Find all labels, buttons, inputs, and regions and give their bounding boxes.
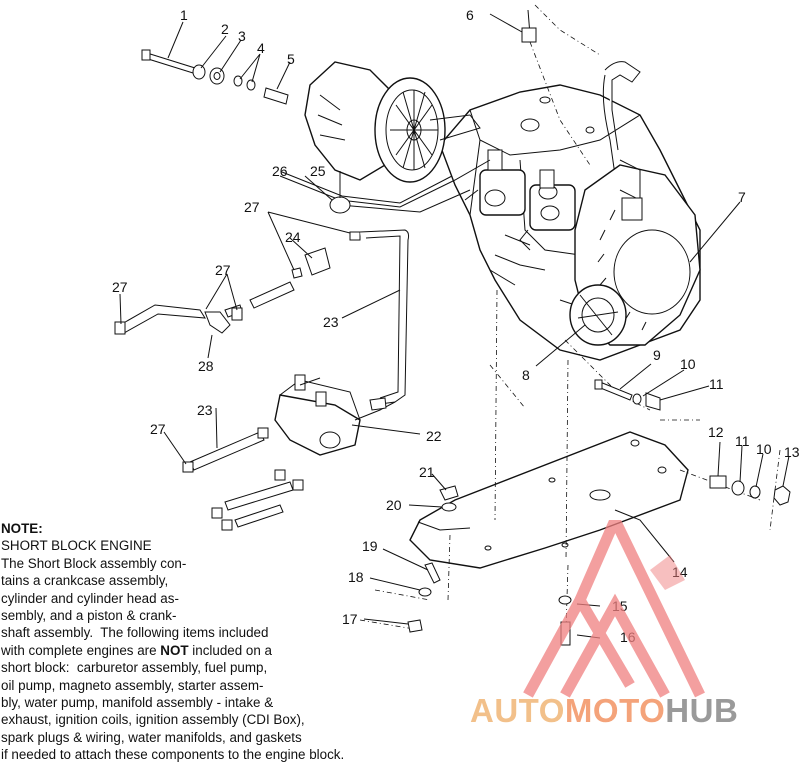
bolt-washer-set (141, 49, 289, 105)
note-line-11: exhaust, ignition coils, ignition assemb… (1, 712, 305, 728)
callout-14: 14 (672, 564, 688, 580)
note-line-4: cylinder and cylinder head as- (1, 590, 179, 606)
callout-9: 9 (653, 347, 661, 363)
watermark-auto: AUTO (470, 692, 565, 729)
fuel-pump (274, 374, 396, 456)
note-line-5: sembly, and a piston & crank- (1, 608, 177, 624)
callout-25: 25 (310, 163, 326, 179)
callout-18: 18 (348, 569, 364, 585)
note-line-9: oil pump, magneto assembly, starter asse… (1, 677, 264, 693)
callout-27-top: 27 (244, 199, 260, 215)
lower-hoses (182, 427, 304, 531)
callout-22: 22 (426, 428, 442, 444)
callout-5: 5 (287, 51, 295, 67)
callout-4: 4 (257, 40, 265, 56)
note-line-7-end: included on a (188, 642, 272, 658)
note-line-13: if needed to attach these components to … (1, 747, 345, 763)
engine-mount-plate (409, 431, 689, 569)
callout-6: 6 (466, 7, 474, 23)
callout-15: 15 (612, 598, 628, 614)
note-line-2: The Short Block assembly con- (1, 555, 187, 571)
watermark-hub: HUB (665, 692, 739, 729)
callout-17: 17 (342, 611, 358, 627)
callout-24: 24 (285, 229, 301, 245)
callout-13: 13 (784, 444, 800, 460)
callout-27-bottom: 27 (150, 421, 166, 437)
callout-10-lower: 10 (756, 441, 772, 457)
callout-27-middle: 27 (215, 262, 231, 278)
note-line-1: SHORT BLOCK ENGINE (1, 538, 152, 554)
callout-16: 16 (620, 629, 636, 645)
callout-3: 3 (238, 28, 246, 44)
callout-11-lower: 11 (735, 433, 750, 449)
watermark-text: AUTOMOTOHUB (470, 692, 738, 730)
callout-1: 1 (180, 7, 188, 23)
note-line-10: bly, water pump, manifold assembly - int… (1, 695, 274, 711)
callout-2: 2 (221, 21, 229, 37)
callout-23-left: 23 (197, 402, 213, 418)
callout-23-right: 23 (323, 314, 339, 330)
callout-28: 28 (198, 358, 214, 374)
note-line-7-start: with complete engines are (1, 642, 161, 658)
note-line-3: tains a crankcase assembly, (1, 573, 169, 589)
callout-labels: 1 2 3 4 5 6 7 8 9 10 11 12 11 10 13 14 1… (112, 7, 800, 645)
note-title: NOTE: (1, 521, 43, 536)
spark-plug-cable (521, 4, 641, 176)
watermark-moto: MOTO (564, 692, 666, 729)
callout-12: 12 (708, 424, 724, 440)
callout-10-upper: 10 (680, 356, 696, 372)
callout-26: 26 (272, 163, 288, 179)
pulley (569, 284, 627, 346)
callout-27-left: 27 (112, 279, 128, 295)
drive-clutch (304, 61, 481, 183)
note-line-12: spark plugs & wiring, water manifolds, a… (1, 729, 302, 745)
short-block-note: NOTE: SHORT BLOCK ENGINE The Short Block… (1, 520, 441, 764)
note-line-6: shaft assembly. The following items incl… (1, 625, 269, 641)
callout-11-upper: 11 (709, 376, 724, 392)
note-line-7: with complete engines are NOT included o… (1, 642, 441, 659)
fuel-lines (114, 159, 491, 405)
callout-7: 7 (738, 189, 746, 205)
carburetors (464, 149, 576, 251)
callout-19: 19 (362, 538, 378, 554)
callout-21: 21 (419, 464, 435, 480)
callout-20: 20 (386, 497, 402, 513)
note-bold-not: NOT (160, 642, 189, 658)
note-line-8: short block: carburetor assembly, fuel p… (1, 660, 268, 676)
callout-8: 8 (522, 367, 530, 383)
mount-hardware (407, 379, 791, 646)
